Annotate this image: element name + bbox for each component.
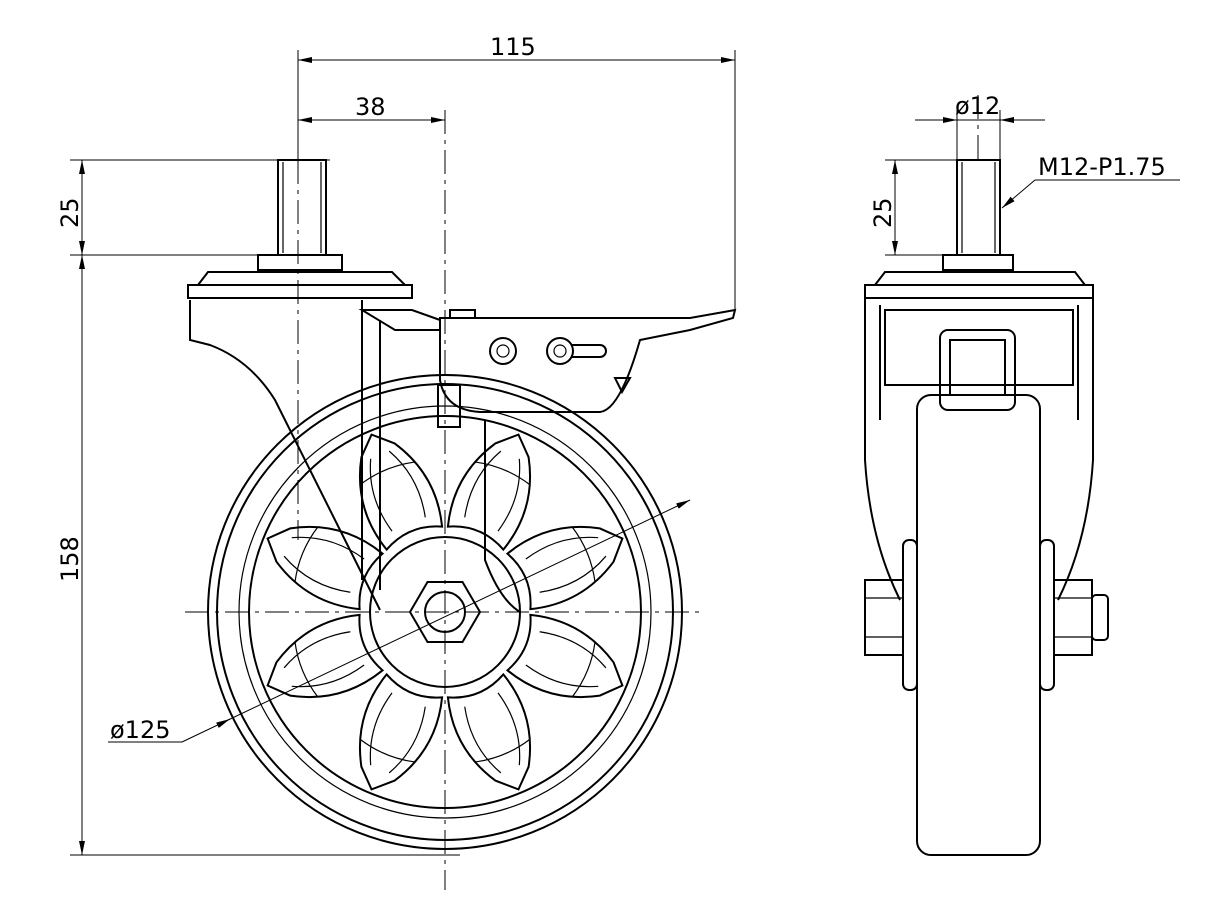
dim-158-label: 158 [56, 536, 84, 582]
dim-thread-label: M12-P1.75 [1038, 153, 1166, 181]
stem-nut [257, 254, 343, 271]
side-stem-nut [942, 254, 1014, 271]
dimension-25-front: 25 [56, 159, 330, 256]
side-top-plate [864, 284, 1094, 299]
dim-25-front-label: 25 [56, 197, 84, 228]
spoke [266, 613, 385, 699]
dimension-thread: M12-P1.75 [1001, 153, 1180, 209]
dim-38-label: 38 [355, 93, 386, 121]
dim-25-side-label: 25 [869, 197, 897, 228]
side-axle-nut-left [864, 579, 904, 656]
dim-ø12-label: ø12 [955, 92, 1000, 120]
dimension-38: 38 [298, 93, 445, 123]
dim-115-label: 115 [490, 33, 536, 61]
axle-nut [408, 581, 482, 643]
swivel-top [195, 271, 408, 286]
spoke [358, 672, 444, 791]
fork [189, 300, 521, 613]
spoke [446, 672, 532, 791]
dimension-158: 158 [56, 255, 460, 856]
side-threaded-stem [956, 159, 1001, 256]
spoke [446, 433, 532, 552]
side-brake [884, 309, 1074, 386]
side-wheel [916, 394, 1041, 856]
spoke [358, 433, 444, 552]
spoke [266, 525, 385, 611]
spoke [505, 525, 624, 611]
dimension-wheel-diameter: ø125 [108, 499, 691, 744]
dimension-ø12: ø12 [915, 92, 1045, 160]
dimension-25-side: 25 [869, 159, 957, 256]
brake-pedal [437, 308, 737, 428]
side-view: ø12 M12-P1.75 25 [864, 92, 1180, 856]
dimension-115: 115 [297, 33, 736, 310]
wheel-spokes [266, 433, 624, 791]
dim-125-label: ø125 [110, 716, 171, 744]
threaded-stem [277, 159, 327, 256]
front-view: 115 38 25 158 ø125 [56, 33, 737, 890]
top-plate [187, 284, 413, 299]
side-axle-end [1091, 594, 1109, 641]
side-axle-nut-right [1053, 579, 1093, 656]
spoke [505, 613, 624, 699]
